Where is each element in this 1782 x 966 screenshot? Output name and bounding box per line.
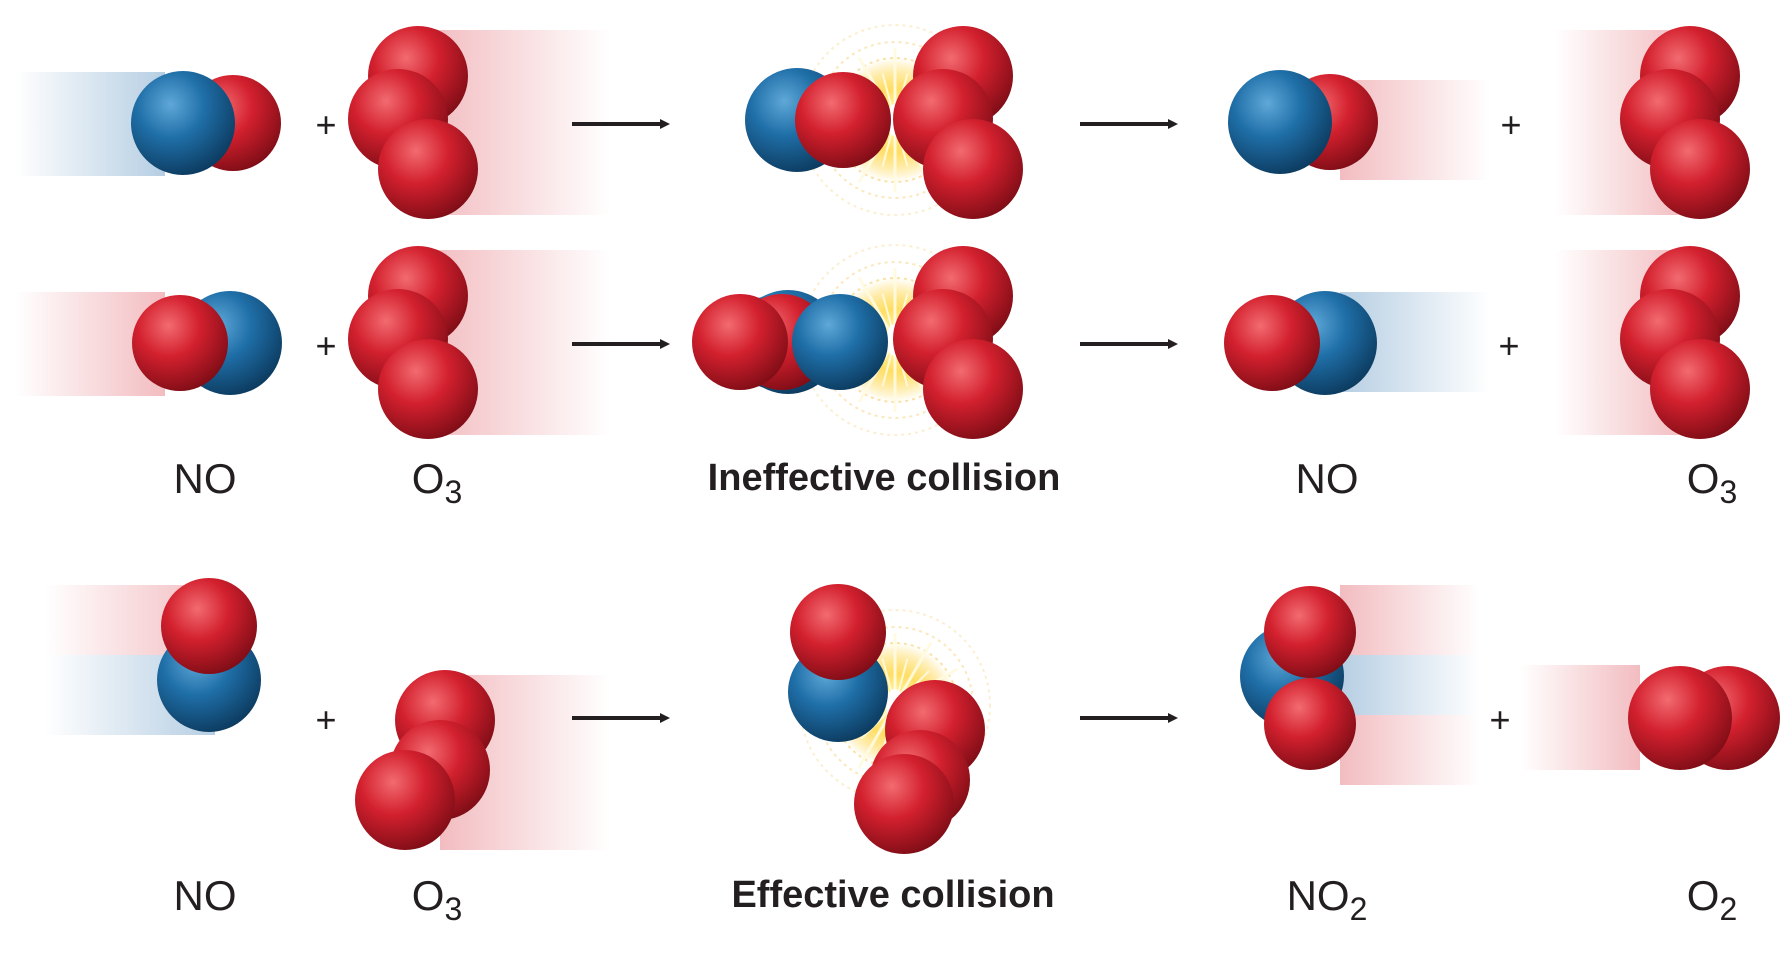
label-reactant-no: NO [174,872,237,920]
label-product-o2: O2 [1687,872,1737,920]
label-reactant-o3: O3 [412,455,462,503]
oxygen-atom [854,754,954,854]
caption-ineffective-collision: Ineffective collision [708,457,1061,500]
oxygen-atom [790,584,886,680]
oxygen-atom [1224,295,1320,391]
plus-sign: + [315,104,336,145]
label-subscript: 2 [1350,891,1368,927]
label-text: NO [174,872,237,919]
motion-trail [1340,655,1480,715]
oxygen-atom [161,578,257,674]
motion-trail [1340,715,1480,785]
plus-sign: + [1498,325,1519,366]
label-text: NO [1287,872,1350,919]
label-product-no2: NO2 [1287,872,1368,920]
oxygen-atom [795,72,891,168]
oxygen-atom [378,119,478,219]
oxygen-atom [1650,339,1750,439]
oxygen-atom [378,339,478,439]
plus-sign: + [315,325,336,366]
oxygen-atom [132,295,228,391]
label-subscript: 3 [1719,474,1737,510]
motion-trail [1520,665,1640,770]
plus-sign: + [315,699,336,740]
oxygen-atom [1628,666,1732,770]
oxygen-atom [1264,678,1356,770]
label-text: O [412,872,445,919]
oxygen-atom [923,339,1023,439]
label-product-o3: O3 [1687,455,1737,503]
motion-trail [1340,585,1480,655]
oxygen-atom [355,750,455,850]
oxygen-atom [1650,119,1750,219]
label-product-no: NO [1296,455,1359,503]
label-text: Effective collision [731,874,1054,916]
label-subscript: 2 [1719,891,1737,927]
label-reactant-o3: O3 [412,872,462,920]
label-text: O [412,455,445,502]
label-text: Ineffective collision [708,457,1061,499]
label-reactant-no: NO [174,455,237,503]
nitrogen-atom [131,71,235,175]
label-text: O [1687,872,1720,919]
oxygen-atom [1264,586,1356,678]
label-text: O [1687,455,1720,502]
label-text: NO [174,455,237,502]
label-subscript: 3 [444,891,462,927]
plus-sign: + [1500,104,1521,145]
plus-sign: + [1489,699,1510,740]
oxygen-atom [692,294,788,390]
label-text: NO [1296,455,1359,502]
oxygen-atom [923,119,1023,219]
label-subscript: 3 [444,474,462,510]
nitrogen-atom [792,294,888,390]
caption-effective-collision: Effective collision [731,874,1054,917]
nitrogen-atom [1228,70,1332,174]
